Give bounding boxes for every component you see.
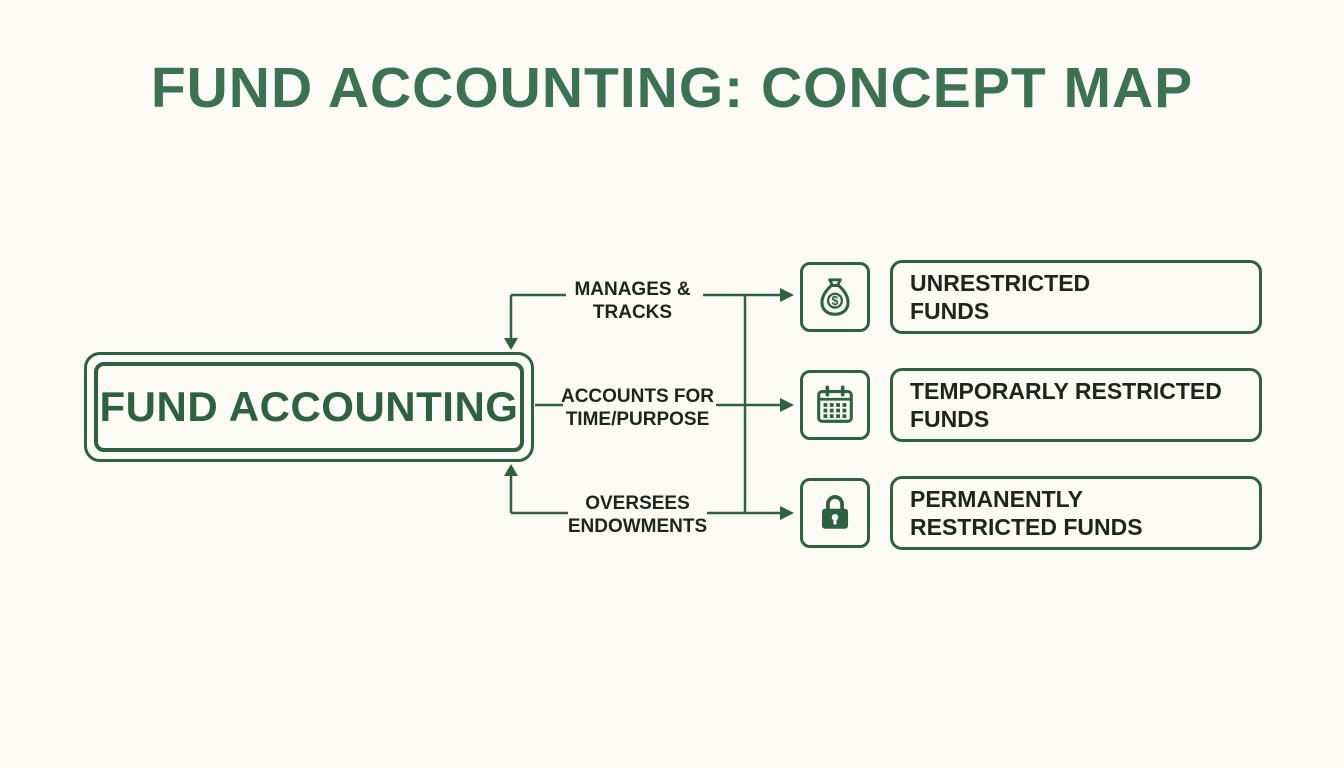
node-permanently-restricted-funds: PERMANENTLY RESTRICTED FUNDS: [890, 476, 1262, 550]
root-node-label: FUND ACCOUNTING: [99, 383, 519, 430]
calendar-icon: [800, 370, 870, 440]
edge-label-accounts-for-time-purpose: ACCOUNTS FOR TIME/PURPOSE: [560, 386, 715, 431]
node-unrestricted-funds: UNRESTRICTED FUNDS: [890, 260, 1262, 334]
node-temporarily-restricted-funds: TEMPORARLY RESTRICTED FUNDS: [890, 368, 1262, 442]
lock-icon: [800, 478, 870, 548]
page-title: FUND ACCOUNTING: CONCEPT MAP: [150, 56, 1194, 120]
node-label: PERMANENTLY RESTRICTED FUNDS: [910, 485, 1143, 540]
money-bag-icon: $: [800, 262, 870, 332]
root-node-inner-border: FUND ACCOUNTING: [94, 362, 524, 452]
root-node-fund-accounting: FUND ACCOUNTING: [84, 352, 534, 462]
svg-text:$: $: [832, 294, 839, 308]
edge-label-manages-tracks: MANAGES & TRACKS: [574, 279, 691, 324]
node-label: UNRESTRICTED FUNDS: [910, 269, 1091, 324]
node-label: TEMPORARLY RESTRICTED FUNDS: [910, 377, 1222, 432]
edge-label-oversees-endowments: OVERSEES ENDOWMENTS: [567, 493, 708, 538]
